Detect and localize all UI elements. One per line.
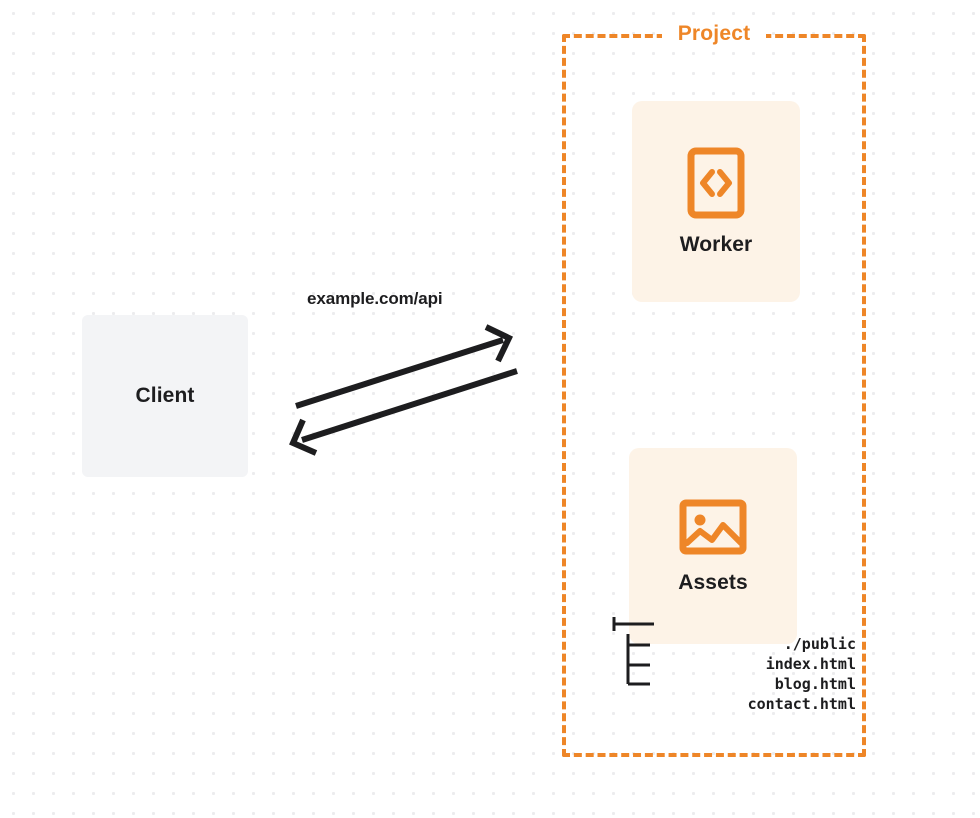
connection-label: example.com/api: [307, 289, 443, 308]
client-node[interactable]: Client: [82, 315, 248, 477]
file-tree-name: contact.html: [747, 695, 856, 713]
worker-card-label: Worker: [679, 232, 753, 256]
code-icon: [687, 147, 745, 218]
file-tree-name: index.html: [765, 655, 856, 673]
project-legend-label: Project: [677, 22, 751, 45]
assets-card-label: Assets: [678, 571, 748, 594]
file-tree-name: ./public: [783, 635, 856, 653]
file-tree-row: blog.html: [608, 654, 856, 693]
project-group: Project Worker Assets: [562, 22, 866, 757]
file-tree-row: contact.html: [608, 674, 856, 713]
request-arrow: [295, 324, 514, 409]
response-arrow: [289, 368, 518, 456]
file-tree-row: ./public: [608, 614, 856, 653]
image-icon: [679, 499, 747, 555]
file-tree-name: blog.html: [774, 675, 856, 693]
project-legend-mask: [662, 22, 766, 46]
file-tree-row: index.html: [608, 634, 856, 673]
assets-file-tree: ./public index.html blog.html contact.ht…: [608, 614, 856, 713]
client-label: Client: [135, 384, 195, 407]
worker-card[interactable]: Worker: [632, 101, 800, 302]
assets-card[interactable]: Assets: [629, 448, 797, 644]
